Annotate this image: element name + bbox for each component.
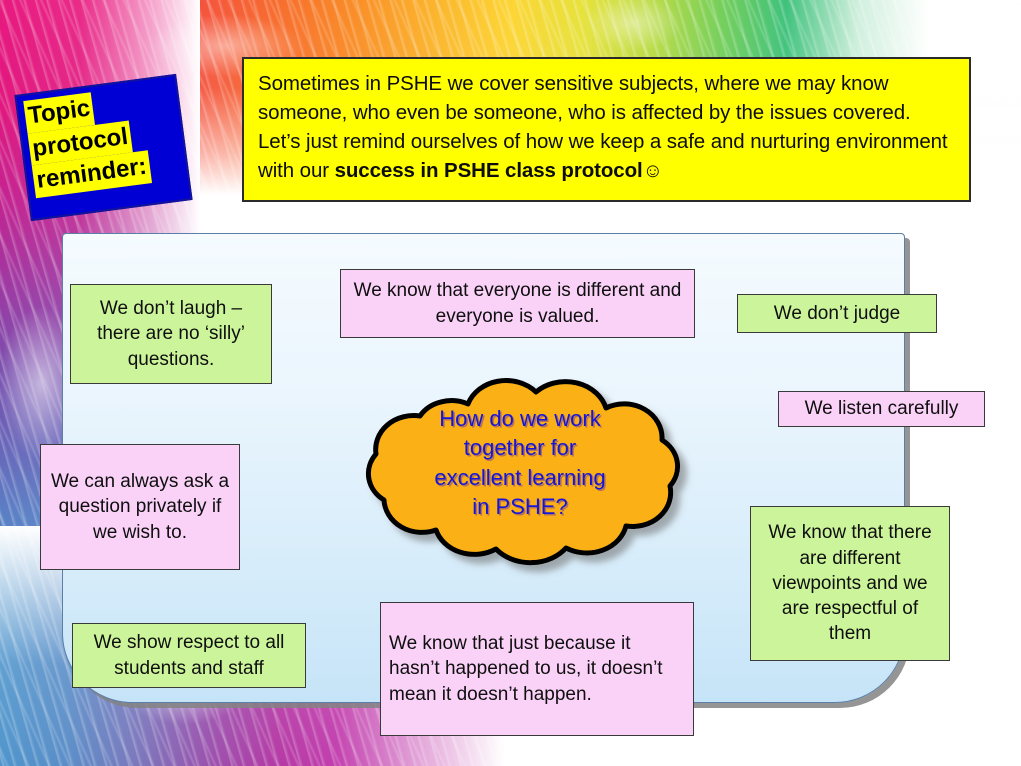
protocol-note-different-viewpoints: We know that there are different viewpoi… xyxy=(750,506,950,661)
intro-banner-bold-text: success in PSHE class protocol xyxy=(334,159,643,183)
cloud-shape-icon xyxy=(365,378,681,566)
protocol-note-no-laughing: We don’t laugh – there are no ‘silly’ qu… xyxy=(70,284,272,384)
protocol-note-ask-privately: We can always ask a question privately i… xyxy=(40,444,240,570)
intro-banner: Sometimes in PSHE we cover sensitive sub… xyxy=(242,57,971,202)
thought-cloud: How do we work together for excellent le… xyxy=(340,378,700,578)
smiley-icon: ☺ xyxy=(642,160,663,183)
topic-protocol-reminder-tag: Topic protocol reminder: xyxy=(14,73,193,222)
protocol-note-show-respect: We show respect to all students and staf… xyxy=(72,623,306,688)
protocol-note-listen-carefully: We listen carefully xyxy=(778,391,985,427)
protocol-note-no-judging: We don’t judge xyxy=(737,294,937,333)
protocol-note-just-because: We know that just because it hasn’t happ… xyxy=(380,602,694,736)
protocol-note-everyone-valued: We know that everyone is different and e… xyxy=(340,269,695,338)
topic-tag-lines: Topic protocol reminder: xyxy=(23,86,152,199)
